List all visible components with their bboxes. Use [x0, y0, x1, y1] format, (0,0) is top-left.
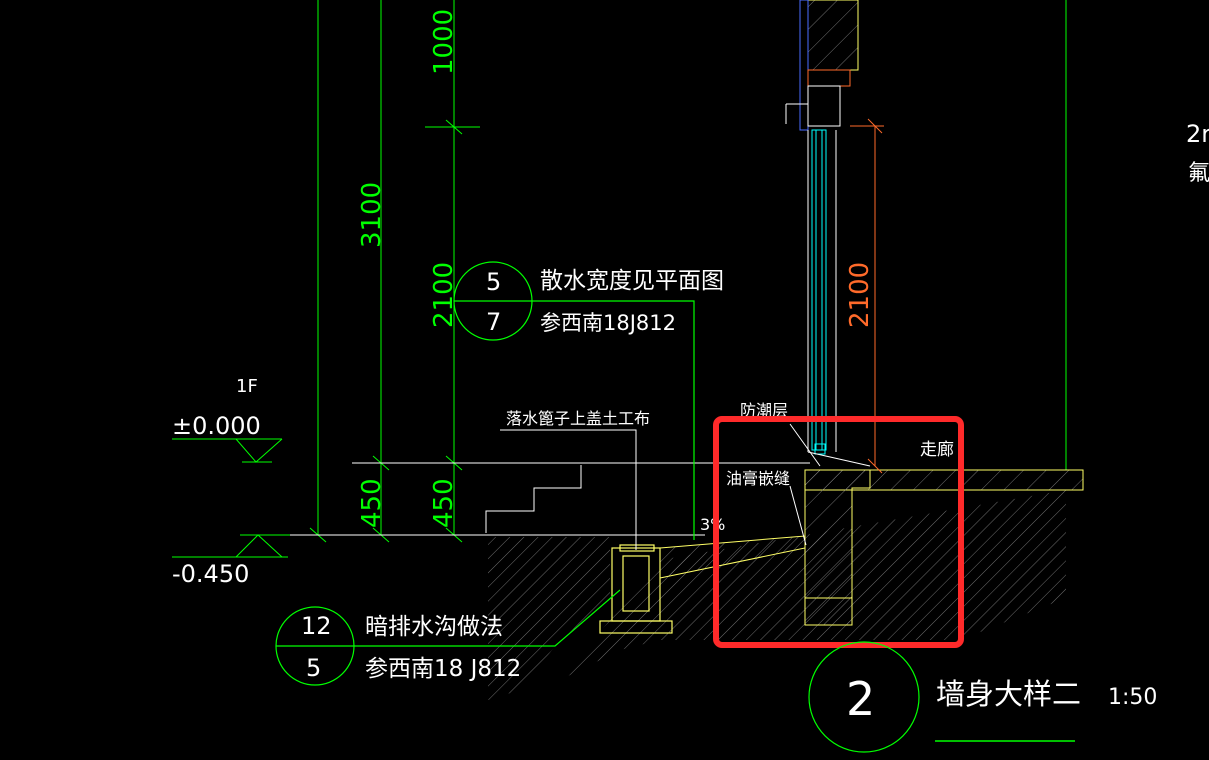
callout-drain-ref: 参西南18 J812	[365, 656, 521, 682]
callout-apron-symbol	[453, 261, 695, 540]
window-height-dimension	[850, 118, 884, 474]
dim-450-a: 450	[357, 478, 387, 528]
callout-apron-top: 5	[486, 268, 501, 296]
soil-hatch-left	[488, 537, 610, 700]
highlight-box[interactable]	[713, 416, 964, 648]
dim-450-b: 450	[429, 478, 459, 528]
dim-1000: 1000	[429, 9, 459, 75]
callout-drain-top: 12	[301, 612, 332, 640]
callout-apron-bottom: 7	[486, 308, 501, 336]
title-number: 2	[846, 672, 875, 726]
callout-drain-symbol	[275, 589, 621, 686]
callout-apron-title: 散水宽度见平面图	[540, 268, 724, 294]
floor-name: 1F	[236, 376, 258, 397]
slope-label: 3%	[700, 515, 725, 534]
title-text: 墙身大样二	[936, 677, 1081, 711]
damp-proof-leader	[789, 423, 821, 467]
ground-level-symbol	[172, 534, 290, 558]
title-number-circle	[808, 641, 920, 753]
edge-text-bottom: 氟	[1188, 161, 1209, 186]
edge-text-top: 2r	[1186, 120, 1209, 148]
title-scale: 1:50	[1108, 685, 1157, 710]
bitumen-leader	[789, 485, 807, 546]
footing	[804, 597, 853, 626]
floor-level-symbol	[172, 438, 283, 463]
damp-proof-label: 防潮层	[740, 401, 788, 420]
downpipe-note: 落水篦子上盖土工布	[506, 409, 650, 428]
bitumen-joint-label: 油膏嵌缝	[726, 469, 790, 488]
sill-line	[807, 451, 871, 467]
dim-3100: 3100	[357, 182, 387, 248]
drain-channel	[599, 544, 673, 634]
callout-drain-bottom: 5	[306, 654, 321, 682]
green-guide-lines	[317, 0, 1067, 535]
floor-level: ±0.000	[172, 412, 261, 440]
downpipe-leader	[500, 429, 637, 550]
window-glazing	[807, 129, 837, 455]
callout-drain-title: 暗排水沟做法	[365, 614, 503, 640]
ground-level: -0.450	[172, 560, 249, 588]
corridor-label: 走廊	[920, 440, 954, 460]
wall-upper	[785, 0, 859, 131]
callout-apron-ref: 参西南18J812	[540, 311, 676, 335]
dim-2100-right: 2100	[845, 262, 875, 328]
